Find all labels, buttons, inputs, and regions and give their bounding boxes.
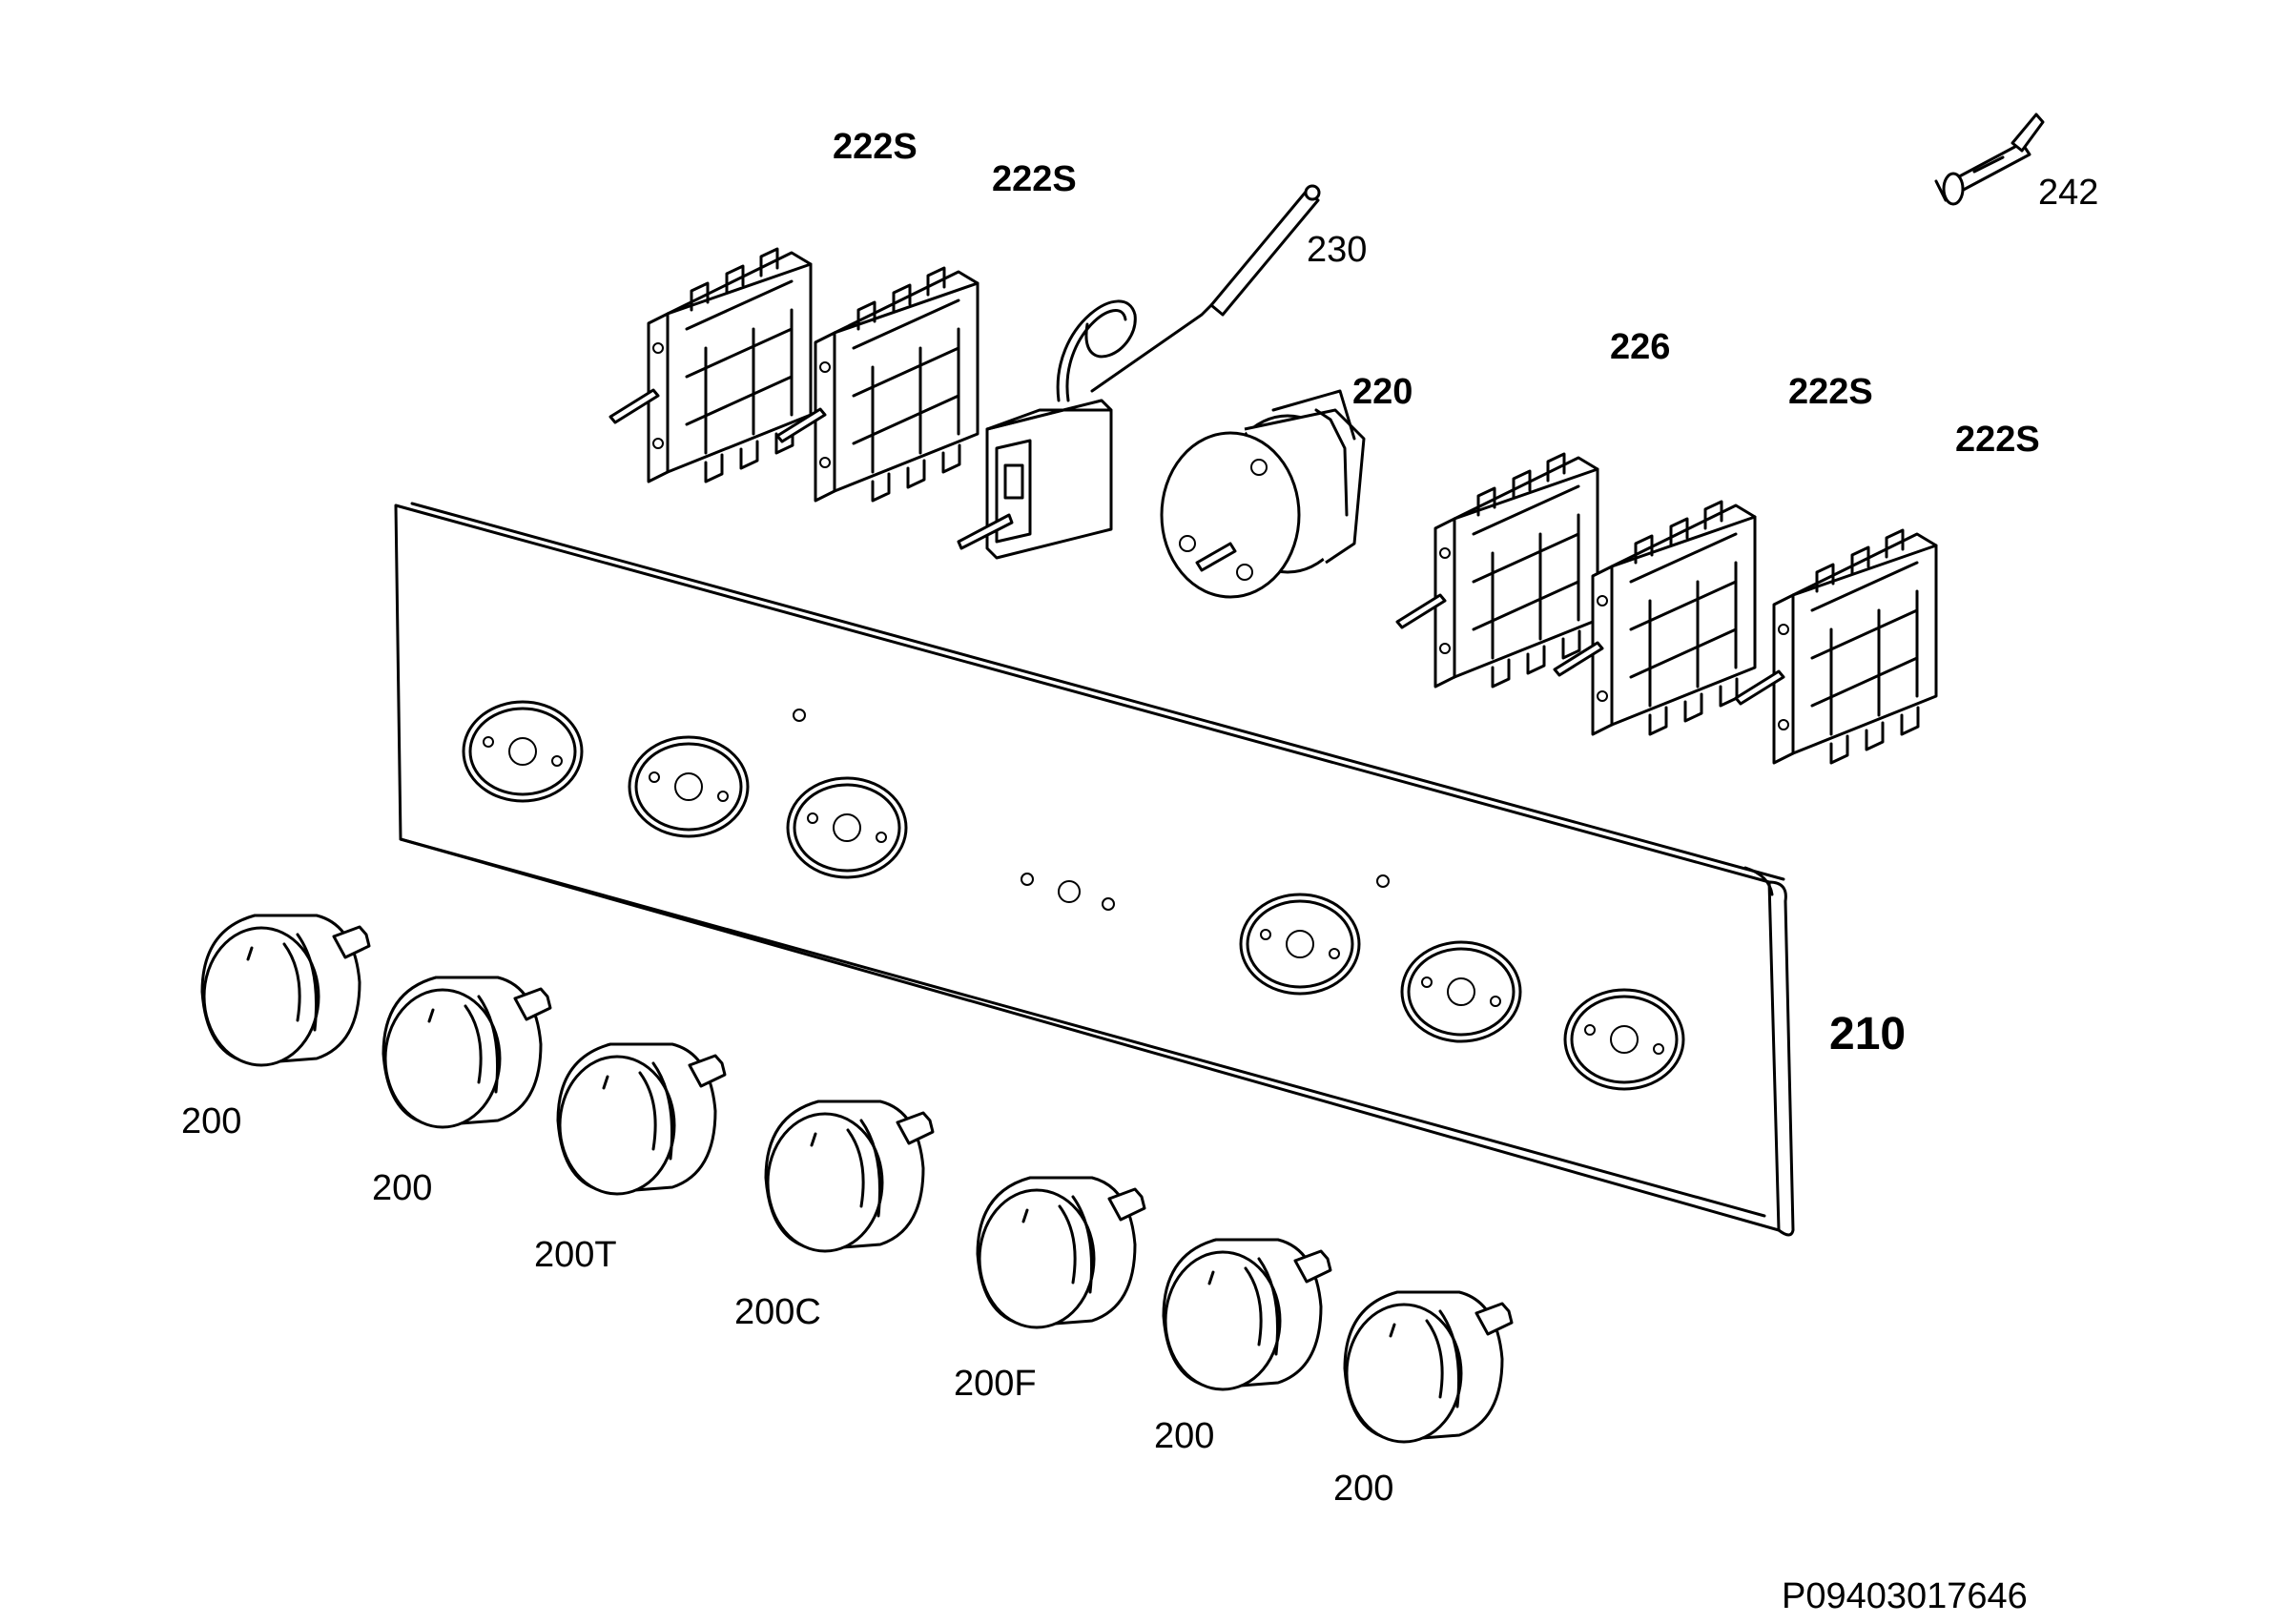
label-timer: 220 <box>1352 372 1413 412</box>
fitting-part <box>1934 113 2045 206</box>
knob-1 <box>200 914 371 1067</box>
label-knob-7: 200 <box>1333 1469 1393 1509</box>
rotary-switch-1 <box>608 247 813 483</box>
label-switch-4: 222S <box>1955 420 2040 460</box>
label-panel: 210 <box>1829 1009 1906 1059</box>
knob-boss-1 <box>462 700 584 803</box>
label-knob-1: 200 <box>181 1101 241 1141</box>
label-switch-2: 222S <box>992 159 1077 199</box>
label-knob-3: 200T <box>534 1235 617 1275</box>
drawing-number: P09403017646 <box>1782 1576 2028 1616</box>
rotary-switch-4 <box>1734 528 1938 765</box>
label-switch-226: 226 <box>1610 327 1670 367</box>
knob-boss-5 <box>1400 940 1522 1043</box>
knob-boss-2 <box>628 735 750 838</box>
label-knob-5: 200F <box>954 1364 1037 1404</box>
label-knob-4: 200C <box>734 1292 821 1332</box>
thermostat <box>957 184 1321 560</box>
knob-3 <box>556 1042 727 1196</box>
label-switch-3: 222S <box>1788 372 1873 412</box>
knob-4 <box>764 1100 935 1253</box>
knob-5 <box>976 1176 1146 1329</box>
label-switch-1: 222S <box>833 127 918 167</box>
rotary-switch-226 <box>1395 452 1599 689</box>
knob-boss-6 <box>1563 988 1685 1091</box>
knob-7 <box>1343 1290 1514 1444</box>
label-sensor: 230 <box>1307 230 1367 270</box>
knob-boss-3 <box>786 776 908 879</box>
label-knob-6: 200 <box>1154 1416 1214 1456</box>
knob-2 <box>382 976 552 1129</box>
knob-6 <box>1162 1238 1332 1391</box>
knob-boss-4 <box>1239 893 1361 996</box>
control-panel <box>394 502 1795 1237</box>
energy-regulator <box>1160 389 1366 599</box>
label-fitting: 242 <box>2038 173 2098 213</box>
label-knob-2: 200 <box>372 1168 432 1208</box>
